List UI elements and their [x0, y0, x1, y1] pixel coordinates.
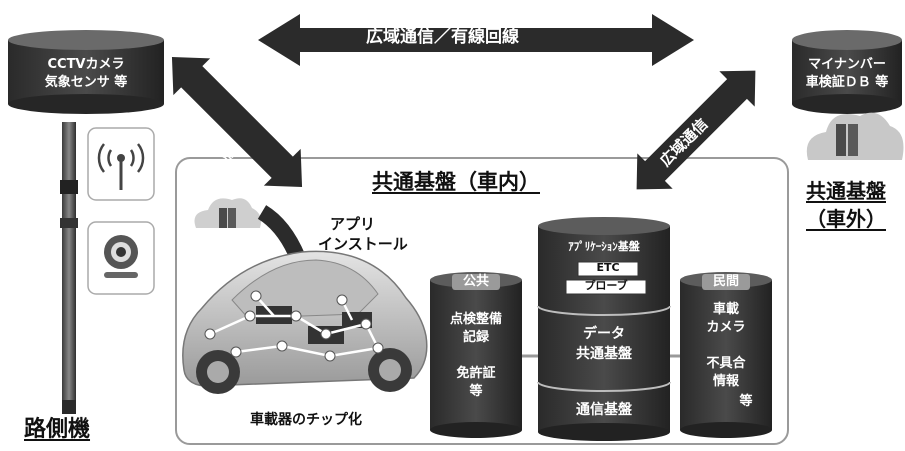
internal-platform-title: 共通基盤（車内）	[372, 170, 540, 194]
private-item-2b: 情報	[712, 374, 739, 389]
public-item-1b: 記録	[462, 330, 489, 345]
public-item-1a: 点検整備	[449, 312, 502, 327]
app-platform-label: ｱﾌﾟﾘｹｰｼｮﾝ基盤	[568, 240, 640, 253]
right-database-cylinder	[792, 30, 902, 114]
data-platform-label-2: 共通基盤	[576, 346, 632, 362]
right-db-label-1: マイナンバー	[808, 57, 886, 72]
public-header: 公共	[462, 274, 489, 289]
chip-label: 車載器のチップ化	[250, 412, 362, 428]
probe-label: プローブ	[584, 279, 628, 292]
in-vehicle-frame	[175, 157, 789, 445]
left-database-cylinder	[8, 30, 164, 114]
wide-arrow	[636, 70, 756, 190]
app-install-label-1: アプリ	[330, 215, 376, 233]
camera-icon	[87, 221, 155, 295]
center-stack-cylinder	[537, 217, 671, 441]
external-platform-subtitle: （車外）	[806, 207, 886, 231]
antenna-icon	[87, 127, 155, 201]
wide-wired-arrow	[258, 14, 694, 66]
private-item-1a: 車載	[712, 302, 739, 317]
etc-label: ETC	[596, 261, 620, 274]
public-cylinder	[430, 272, 522, 438]
roadside-label: 路側機	[24, 417, 91, 442]
private-item-1b: カメラ	[706, 320, 746, 335]
comm-platform-label: 通信基盤	[576, 402, 632, 418]
private-item-2c: 等	[739, 394, 753, 409]
narrow-arrow	[171, 56, 303, 188]
external-platform-title: 共通基盤	[806, 179, 886, 203]
private-item-2a: 不具合	[706, 356, 746, 371]
public-item-2a: 免許証	[456, 366, 496, 381]
right-db-label-2: 車検証ＤＢ 等	[805, 75, 889, 90]
left-db-label-2: 気象センサ 等	[44, 75, 128, 90]
roadside-pole	[60, 122, 78, 414]
wide-wired-arrow-label: 広域通信／有線回線	[366, 27, 519, 47]
app-cloud-icon	[194, 198, 261, 228]
private-header: 民間	[712, 274, 739, 289]
app-install-label-2: インストール	[318, 235, 408, 253]
public-item-2b: 等	[469, 384, 483, 399]
data-platform-label-1: データ	[583, 326, 625, 342]
private-cylinder	[680, 272, 772, 438]
external-cloud-icon	[806, 112, 904, 160]
left-db-label-1: CCTVカメラ	[47, 57, 125, 72]
car-illustration	[182, 250, 428, 394]
